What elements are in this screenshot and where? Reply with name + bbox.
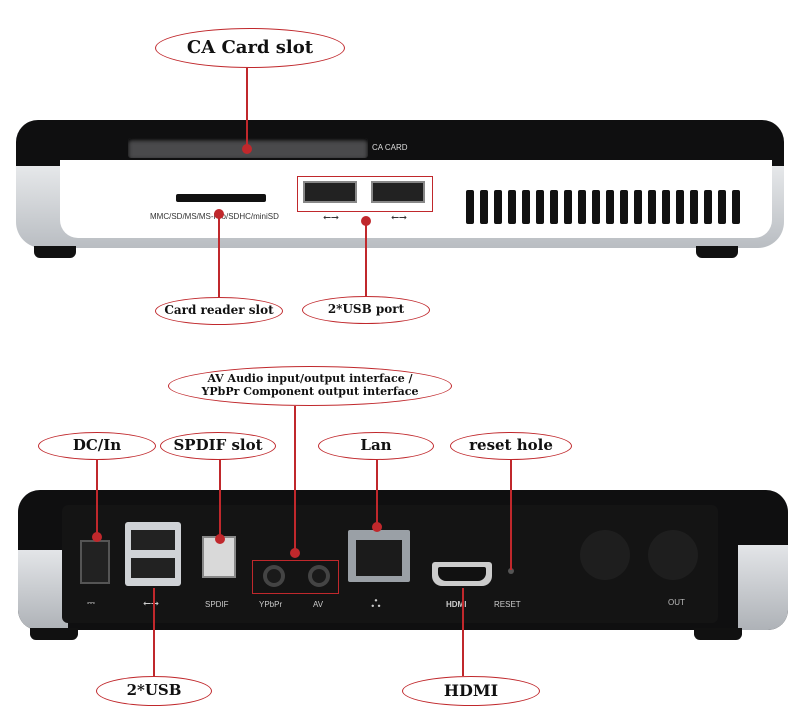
leader-usb-rear — [153, 588, 155, 676]
lan-port-opening — [356, 540, 402, 576]
card-reader-slot — [176, 194, 266, 202]
leader-spdif — [219, 460, 221, 540]
reset-hole — [508, 568, 514, 574]
reset-label: RESET — [494, 600, 521, 609]
callout-av-line-2: YPbPr Component output interface — [201, 385, 419, 398]
usb-rear-port-2 — [131, 558, 175, 578]
callout-reset-hole: reset hole — [450, 432, 572, 460]
usb-port-1 — [303, 181, 357, 203]
av-jack — [308, 565, 330, 587]
leader-reset — [510, 460, 512, 570]
callout-usb-rear: 2*USB — [96, 676, 212, 706]
hdmi-logo: HDMI — [446, 600, 467, 609]
out-label: OUT — [668, 598, 685, 607]
dot-card-reader — [214, 209, 224, 219]
rear-silver-left — [18, 550, 68, 630]
usb-rear-port-1 — [131, 530, 175, 550]
callout-av-line-1: AV Audio input/output interface / — [207, 372, 413, 386]
av-label: AV — [313, 600, 324, 609]
spdif-label: SPDIF — [205, 600, 229, 609]
callout-spdif-slot: SPDIF slot — [160, 432, 276, 460]
usb-icon: ⭠⭢ — [391, 212, 407, 223]
dot-dc — [92, 532, 102, 542]
callout-hdmi: HDMI — [402, 676, 540, 706]
leader-ca-card — [246, 68, 248, 148]
callout-card-reader-slot: Card reader slot — [155, 297, 283, 325]
leader-av — [294, 406, 296, 554]
rear-silver-right — [738, 545, 788, 630]
dot-usb-front — [361, 216, 371, 226]
callout-dc-in: DC/In — [38, 432, 156, 460]
dot-av — [290, 548, 300, 558]
leader-hdmi — [462, 588, 464, 676]
ypbpr-jack — [263, 565, 285, 587]
usb-icon: ⭠⭢ — [323, 212, 339, 223]
dc-symbol-icon: ⎓ — [87, 598, 95, 609]
rear-foot-left — [30, 628, 78, 640]
leader-card-reader — [218, 214, 220, 298]
usb-icon: ⭠⭢ — [143, 598, 159, 609]
leader-dc — [96, 460, 98, 538]
callout-usb-port-front: 2*USB port — [302, 296, 430, 324]
out-connector-1 — [580, 530, 630, 580]
usb-port-highlight — [297, 176, 433, 212]
leader-lan — [376, 460, 378, 528]
av-jacks-highlight — [252, 560, 339, 594]
rear-foot-right — [694, 628, 742, 640]
callout-av-interface: AV Audio input/output interface / YPbPr … — [168, 366, 452, 406]
dot-spdif — [215, 534, 225, 544]
callout-ca-card-slot: CA Card slot — [155, 28, 345, 68]
dot-lan — [372, 522, 382, 532]
dot-ca-card — [242, 144, 252, 154]
out-connector-2 — [648, 530, 698, 580]
front-foot-left — [34, 246, 76, 258]
ypbpr-label: YPbPr — [259, 600, 283, 609]
usb-port-2 — [371, 181, 425, 203]
callout-lan: Lan — [318, 432, 434, 460]
leader-usb-front — [365, 222, 367, 297]
network-icon: ⛬ — [371, 594, 381, 610]
hdmi-port-opening — [438, 567, 486, 581]
dc-in-port — [80, 540, 110, 584]
ca-card-label: CA CARD — [372, 143, 408, 152]
front-foot-right — [696, 246, 738, 258]
